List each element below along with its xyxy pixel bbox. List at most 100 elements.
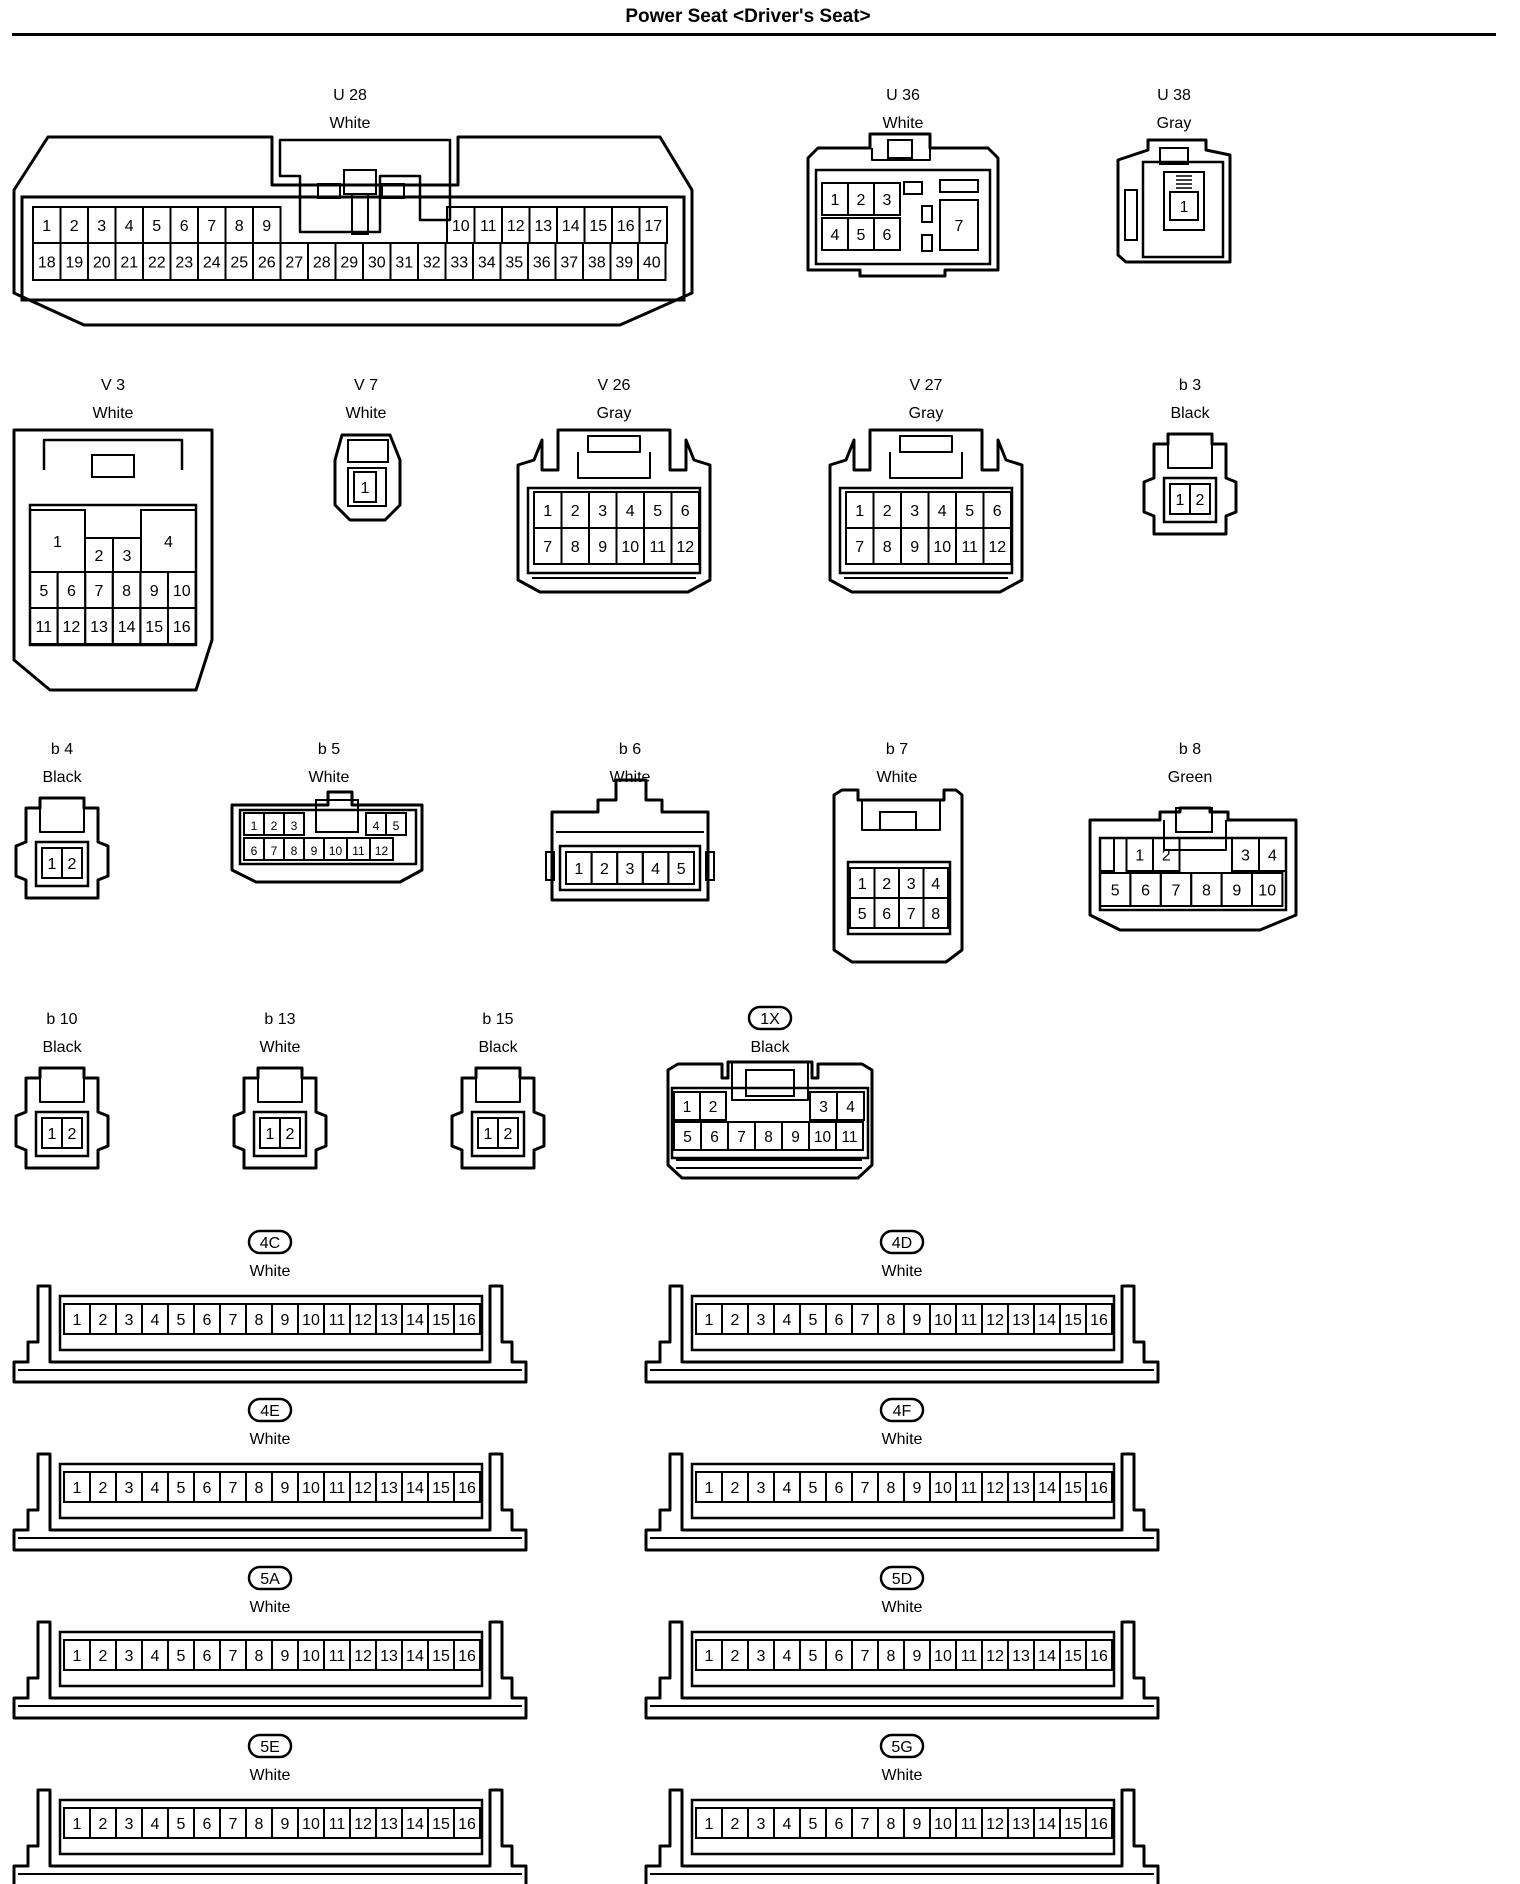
junction-id-oval	[879, 1565, 925, 1591]
pin-number: 8	[1202, 883, 1211, 900]
housing-outline	[14, 1066, 110, 1170]
pin-number: 13	[380, 1480, 398, 1497]
connector-id: b 7	[886, 741, 908, 758]
pin-number: 14	[1038, 1480, 1056, 1497]
pin-number: 4	[783, 1312, 792, 1329]
pin-number: 10	[302, 1816, 320, 1833]
housing-outline	[666, 1060, 874, 1180]
pin-number: 6	[835, 1816, 844, 1833]
pin-cell	[667, 851, 696, 885]
pin-number: 3	[97, 218, 106, 235]
connector-id: V 3	[101, 377, 125, 394]
connector-color: White	[260, 1039, 301, 1056]
pin-number: 34	[478, 255, 496, 272]
pin-number: 8	[931, 906, 940, 923]
pin-number: 4	[651, 861, 660, 878]
pin-number: 26	[258, 255, 276, 272]
pin-number: 1	[484, 1126, 493, 1143]
pin-number: 12	[507, 218, 525, 235]
pin-number: 1	[48, 1126, 57, 1143]
pin-number: 16	[1090, 1648, 1108, 1665]
pin-number: 5	[152, 218, 161, 235]
pin-cell	[922, 897, 949, 929]
pin-number: 13	[1012, 1648, 1030, 1665]
pin-number: 6	[180, 218, 189, 235]
pin-number: 6	[681, 503, 690, 520]
connector-color: White	[610, 769, 651, 786]
pin-number: 2	[99, 1648, 108, 1665]
key	[939, 179, 979, 193]
pin-number: 14	[1038, 1648, 1056, 1665]
pin-number: 21	[120, 255, 138, 272]
pin-number: 4	[164, 534, 173, 551]
pin-number: 6	[251, 844, 258, 858]
pin-number: 18	[38, 255, 56, 272]
pin-frame	[58, 1630, 484, 1688]
pin-cell	[1251, 872, 1284, 907]
pin-number: 4	[1268, 848, 1277, 865]
pin-number: 35	[505, 255, 523, 272]
connector-id: U 36	[886, 87, 920, 104]
pin-number: 30	[368, 255, 386, 272]
connector-color: White	[309, 769, 350, 786]
pin-number: 39	[615, 255, 633, 272]
pin-frame	[252, 1110, 308, 1158]
pin-cell	[1152, 837, 1181, 872]
pin-number: 2	[95, 548, 104, 565]
housing-outline	[12, 1284, 528, 1384]
junction-id-oval	[247, 1733, 293, 1759]
housing-outline	[644, 1620, 1160, 1720]
pin-number: 28	[313, 255, 331, 272]
pin-number: 10	[173, 583, 191, 600]
pin-number: 15	[1064, 1312, 1082, 1329]
pin-number: 2	[99, 1312, 108, 1329]
latch	[577, 452, 651, 479]
pin-number: 10	[934, 1816, 952, 1833]
pin-number: 4	[783, 1480, 792, 1497]
pin-number: 12	[986, 1480, 1004, 1497]
pin-number: 12	[986, 1312, 1004, 1329]
page-title: Power Seat <Driver's Seat>	[625, 6, 871, 27]
pin-number: 9	[281, 1816, 290, 1833]
pin-number: 7	[229, 1648, 238, 1665]
housing-outline	[12, 1620, 528, 1720]
pin-number: 4	[151, 1312, 160, 1329]
pin-cell	[1258, 837, 1287, 872]
pin-number: 31	[395, 255, 413, 272]
latch	[475, 1078, 521, 1103]
pin-number: 9	[791, 1129, 800, 1146]
pin-number: 15	[1064, 1648, 1082, 1665]
pin-frame	[690, 1294, 1116, 1352]
pin-number: 15	[145, 619, 163, 636]
pin-number: 5	[177, 1480, 186, 1497]
pin-frame	[34, 840, 90, 888]
connector-id: 5E	[260, 1739, 280, 1756]
connector-id: b 5	[318, 741, 340, 758]
connector-color: White	[882, 1767, 923, 1784]
pin-number: 5	[677, 861, 686, 878]
pin-number: 5	[965, 503, 974, 520]
pin-number: 3	[757, 1816, 766, 1833]
pin-number: 12	[354, 1480, 372, 1497]
connector-id: b 15	[482, 1011, 513, 1028]
pin-frame	[670, 1086, 870, 1160]
pin-number: 9	[910, 539, 919, 556]
housing-outline	[12, 1788, 528, 1884]
pin-cell	[1085, 1471, 1113, 1503]
latch	[731, 1062, 809, 1101]
pin-cell	[1189, 483, 1211, 515]
connector-id: 5G	[891, 1739, 912, 1756]
pin-number: 15	[1064, 1480, 1082, 1497]
pin-number: 13	[380, 1648, 398, 1665]
latch-tab	[1175, 807, 1213, 833]
housing-outline	[516, 428, 712, 594]
housing-outline	[230, 790, 424, 884]
pin-number: 13	[1012, 1480, 1030, 1497]
latch	[42, 438, 184, 470]
pin-number: 2	[882, 876, 891, 893]
